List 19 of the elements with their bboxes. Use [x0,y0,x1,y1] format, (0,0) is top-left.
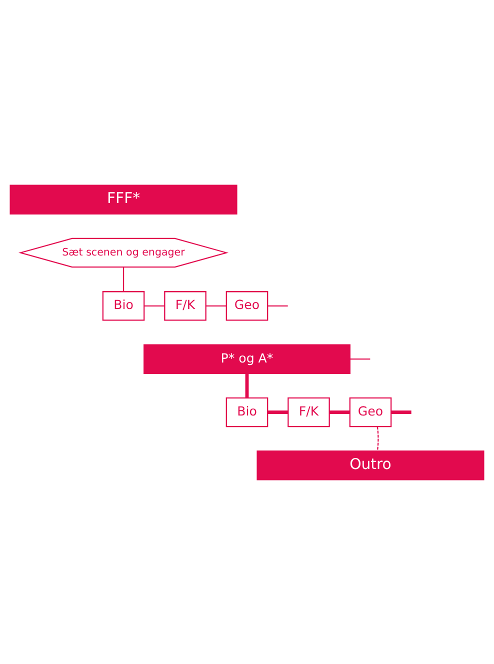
connector [206,304,226,306]
connector [268,304,288,306]
node-box: Outro [256,450,484,480]
node-box: F/K [164,290,206,320]
connector [376,426,379,451]
connector [391,410,412,414]
node-box: FFF* [10,184,238,214]
node-box: P* og A* [144,344,350,374]
node-box: Geo [226,290,268,320]
connector [268,410,288,414]
node-box: Bio [226,396,268,427]
connector [329,410,350,414]
connector [122,266,124,292]
connector [350,358,370,360]
node-box: F/K [288,396,330,427]
connector [144,304,165,306]
node-box: Bio [102,290,145,320]
node-box: Geo [349,396,392,427]
connector [245,373,249,398]
